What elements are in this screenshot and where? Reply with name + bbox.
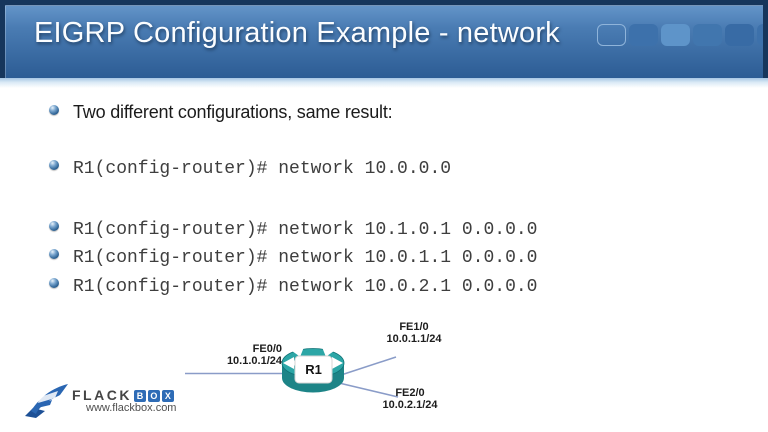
bullet-icon (49, 160, 59, 170)
interface-ip: 10.0.2.1/24 (382, 398, 438, 411)
header-bar: EIGRP Configuration Example - network (0, 0, 768, 78)
config-command: R1(config-router)# network 10.0.1.1 0.0.… (73, 248, 538, 268)
interface-ip: 10.1.0.1/24 (226, 354, 282, 367)
router-arrow-left (283, 357, 305, 369)
router-arrow-upright (322, 347, 334, 357)
router-label: R1 (305, 362, 322, 377)
link-line-fe2 (338, 382, 399, 398)
website-url: www.flackbox.com (86, 402, 177, 414)
decor-square (757, 24, 763, 46)
interface-name: FE0/0 (252, 343, 282, 355)
header-decor-squares (597, 24, 763, 46)
header-gradient-stripe (0, 78, 768, 88)
network-diagram: R1 (185, 347, 399, 398)
brand-text-flack: FLACK (72, 387, 132, 403)
bullet-icon (49, 105, 59, 115)
decor-square (693, 24, 722, 46)
bullet-config-line: R1(config-router)# network 10.0.2.1 0.0.… (49, 277, 537, 297)
flackbox-logo-icon (25, 384, 68, 418)
bullet-config-line: R1(config-router)# network 10.1.0.1 0.0.… (49, 220, 537, 240)
router-name-plate (294, 355, 333, 384)
decor-square (661, 24, 690, 46)
config-command: R1(config-router)# network 10.0.2.1 0.0.… (73, 277, 538, 297)
bullet-text: Two different configurations, same resul… (73, 102, 393, 122)
header-panel: EIGRP Configuration Example - network (5, 5, 763, 78)
bullet-icon (49, 221, 59, 231)
bullet-icon (49, 278, 59, 288)
router-icon: R1 (281, 347, 345, 393)
interface-name: FE1/0 (399, 321, 429, 333)
bullet-icon (49, 249, 59, 259)
decor-square-outline (597, 24, 626, 46)
decor-square (629, 24, 658, 46)
interface-label-fe1: FE1/0 10.0.1.1/24 (363, 321, 465, 345)
bullet-config-line: R1(config-router)# network 10.0.1.1 0.0.… (49, 248, 537, 268)
interface-ip: 10.0.1.1/24 (386, 332, 442, 345)
config-command: R1(config-router)# network 10.1.0.1 0.0.… (73, 220, 538, 240)
interface-label-fe2: FE2/0 10.0.2.1/24 (359, 387, 461, 411)
decor-square (725, 24, 754, 46)
page-title: EIGRP Configuration Example - network (34, 17, 560, 49)
bullet-intro: Two different configurations, same resul… (49, 102, 393, 123)
bullet-config-line: R1(config-router)# network 10.0.0.0 (49, 159, 451, 179)
link-line-fe1 (337, 356, 397, 377)
config-command: R1(config-router)# network 10.0.0.0 (73, 159, 452, 179)
interface-label-fe0: FE0/0 10.1.0.1/24 (180, 343, 282, 367)
router-arrow-upleft (292, 347, 304, 357)
interface-name: FE2/0 (395, 387, 425, 399)
